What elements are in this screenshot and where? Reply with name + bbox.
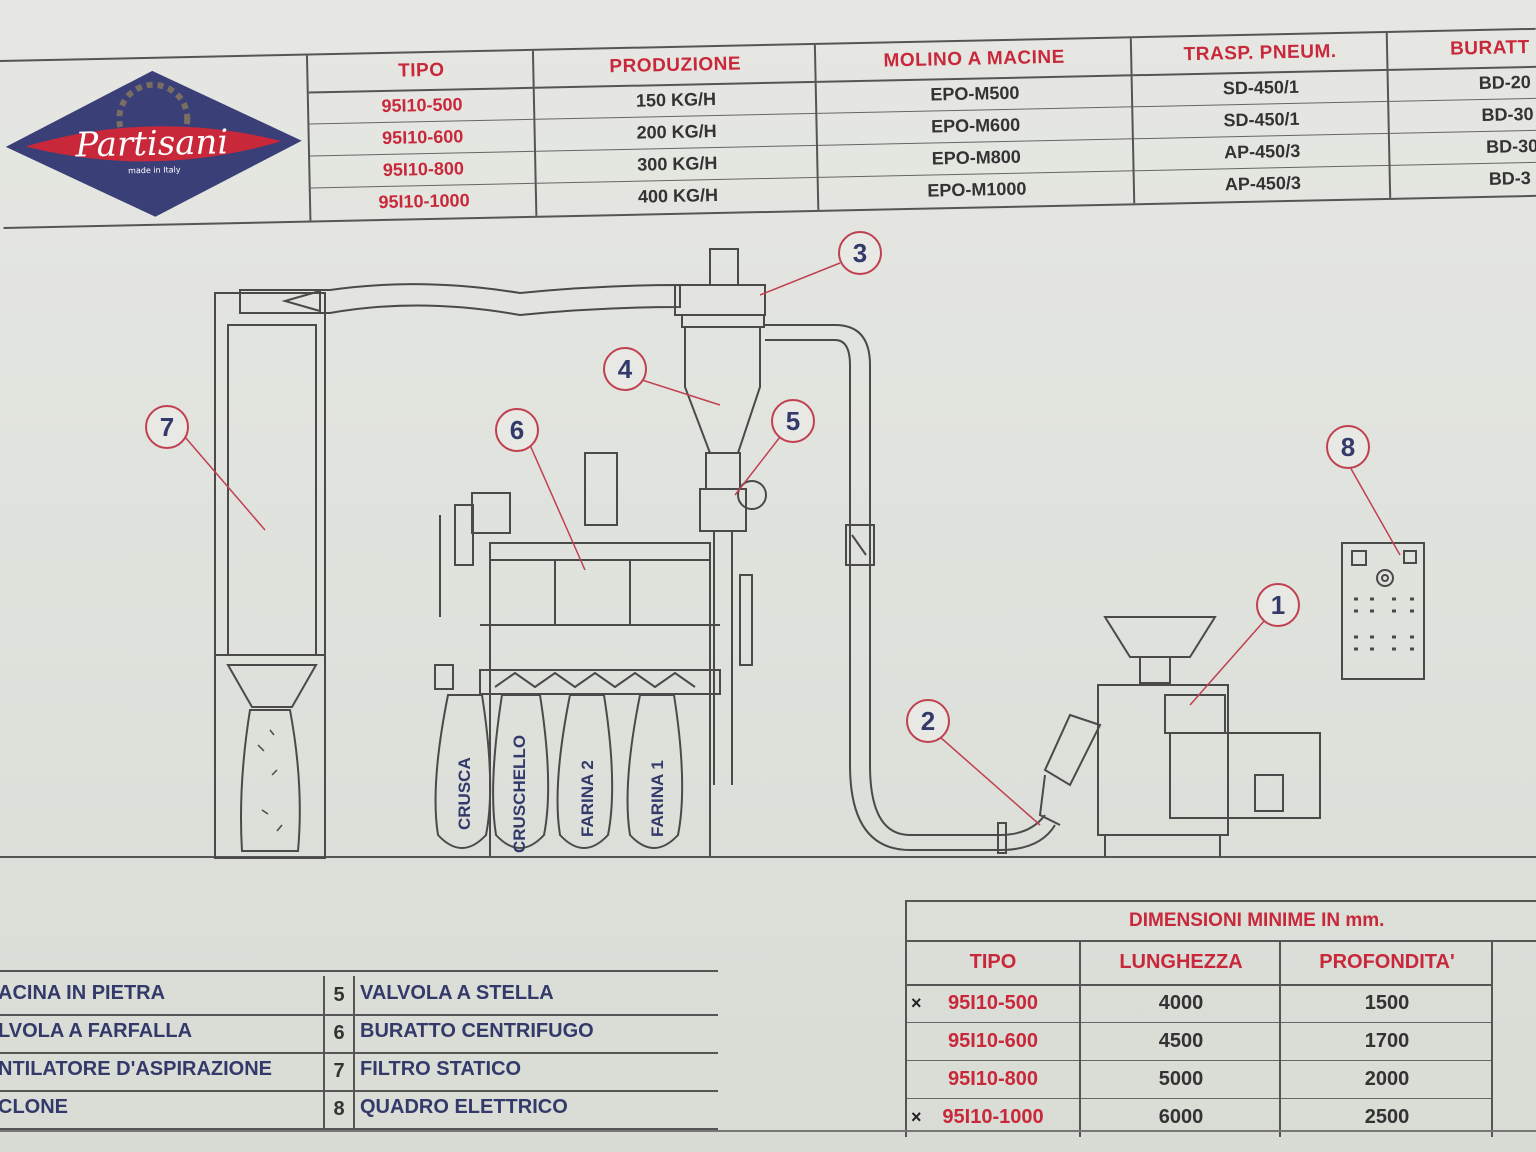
pneumatic-pipe — [765, 324, 1046, 836]
callout-3: 3 — [838, 231, 882, 275]
suction-duct — [239, 283, 681, 317]
plant-drawing — [0, 248, 1536, 859]
dcell-tipo: ×95I10-500 — [907, 984, 1079, 1023]
partisani-logo: Partisani made in Italy — [5, 70, 302, 217]
legend-num: 8 — [323, 1090, 355, 1128]
callout-2: 2 — [906, 699, 950, 743]
legend-left: ACINA IN PIETRA — [0, 982, 166, 1004]
dheader-profondita: PROFONDITA' — [1281, 940, 1493, 986]
static-filter — [214, 292, 326, 859]
legend-row: LVOLA A FARFALLA 6 BURATTO CENTRIFUGO — [0, 1014, 718, 1054]
legend-left: LVOLA A FARFALLA — [0, 1020, 193, 1042]
check-mark: × — [911, 1106, 922, 1127]
product-bags — [434, 694, 684, 849]
dcell: 1700 — [1281, 1022, 1493, 1061]
check-mark: × — [911, 992, 922, 1013]
cell: 400 KG/H — [637, 184, 719, 207]
dimensions-table: DIMENSIONI MINIME IN mm. TIPO ×95I10-500… — [905, 900, 1536, 1137]
legend-right: BURATTO CENTRIFUGO — [360, 1020, 594, 1042]
cell: BD-30 — [1389, 129, 1536, 166]
legend-right: FILTRO STATICO — [360, 1058, 522, 1080]
legend-left: CLONE — [0, 1096, 68, 1118]
header-buratto: BURATT — [1387, 29, 1536, 71]
cell: 95I10-1000 — [378, 189, 470, 212]
control-panel — [1341, 542, 1425, 680]
spec-table: Partisani made in Italy TIPO 95I10-500 9… — [0, 27, 1536, 229]
dcell: 2500 — [1364, 1105, 1410, 1128]
cell: AP-450/3 — [1224, 172, 1302, 194]
callout-8: 8 — [1326, 425, 1370, 469]
dimensions-title: DIMENSIONI MINIME IN mm. — [907, 902, 1536, 942]
cell: BD-3 — [1488, 167, 1532, 189]
dcol-extra — [1491, 940, 1536, 1137]
dcell: 4500 — [1081, 1022, 1281, 1061]
legend-num: 7 — [323, 1052, 355, 1090]
dcol-tipo: TIPO ×95I10-500 95I10-600 95I10-800 ×95I… — [907, 940, 1079, 1137]
logo-wordmark: Partisani — [74, 122, 229, 165]
legend-left: NTILATORE D'ASPIRAZIONE — [0, 1058, 273, 1080]
dcell: 1500 — [1281, 984, 1493, 1023]
callout-5: 5 — [771, 399, 815, 443]
legend-num: 6 — [323, 1014, 355, 1052]
legend-row: NTILATORE D'ASPIRAZIONE 7 FILTRO STATICO — [0, 1052, 718, 1092]
dcol-lunghezza: LUNGHEZZA 4000 4500 5000 6000 — [1079, 940, 1281, 1137]
component-legend: ACINA IN PIETRA 5 VALVOLA A STELLA LVOLA… — [0, 970, 718, 1132]
col-trasp: TRASP. PNEUM. SD-450/1 SD-450/1 AP-450/3… — [1129, 32, 1392, 204]
bag-label-farina2: FARINA 2 — [578, 760, 597, 837]
legend-num: 5 — [323, 976, 355, 1014]
legend-row: CLONE 8 QUADRO ELETTRICO — [0, 1090, 718, 1130]
plant-diagram: 7 6 4 5 3 2 1 8 CRUSCA CRUSCHELLO FARINA… — [0, 225, 1536, 895]
stone-mill — [1038, 616, 1321, 857]
callout-7: 7 — [145, 405, 189, 449]
dcell: 6000 — [1158, 1105, 1204, 1128]
col-molino: MOLINO A MACINE EPO-M500 EPO-M600 EPO-M8… — [813, 38, 1136, 210]
cell: BD-30 — [1389, 97, 1536, 134]
col-produzione: PRODUZIONE 150 KG/H 200 KG/H 300 KG/H 40… — [531, 44, 820, 216]
dcell-tipo: 95I10-600 — [907, 1022, 1079, 1061]
dcol-profondita: PROFONDITA' 1500 1700 2000 2500 — [1279, 940, 1493, 1137]
callout-1: 1 — [1256, 583, 1300, 627]
callout-6: 6 — [495, 408, 539, 452]
cell: EPO-M1000 — [927, 178, 1027, 201]
dcell-tipo: 95I10-800 — [907, 1060, 1079, 1099]
fan-motor — [709, 248, 739, 286]
legend-right: QUADRO ELETTRICO — [360, 1096, 568, 1118]
bag-label-crusca: CRUSCA — [455, 757, 474, 830]
col-buratto: BURATT BD-20 BD-30 BD-30 BD-3 — [1385, 29, 1536, 198]
cell: BD-20 — [1388, 65, 1536, 102]
cyclone — [681, 314, 767, 785]
legend-right: VALVOLA A STELLA — [360, 982, 554, 1004]
leader-lines — [184, 262, 1401, 826]
bag-label-cruschello: CRUSCHELLO — [510, 734, 529, 853]
dcell-tipo: ×95I10-1000 — [911, 1105, 1044, 1128]
dcell: 4000 — [1081, 984, 1281, 1023]
bag-label-farina1: FARINA 1 — [648, 760, 667, 837]
logo-tagline: made in Italy — [128, 165, 181, 175]
dheader-lunghezza: LUNGHEZZA — [1081, 940, 1281, 986]
col-tipo: TIPO 95I10-500 95I10-600 95I10-800 95I10… — [305, 50, 538, 221]
legend-row: ACINA IN PIETRA 5 VALVOLA A STELLA — [0, 976, 718, 1016]
footer-line — [0, 1130, 1536, 1132]
dheader-tipo: TIPO — [907, 940, 1079, 986]
centrifugal-sifter — [434, 452, 753, 857]
callout-4: 4 — [603, 347, 647, 391]
dcell: 5000 — [1081, 1060, 1281, 1099]
dcell: 2000 — [1281, 1060, 1493, 1099]
